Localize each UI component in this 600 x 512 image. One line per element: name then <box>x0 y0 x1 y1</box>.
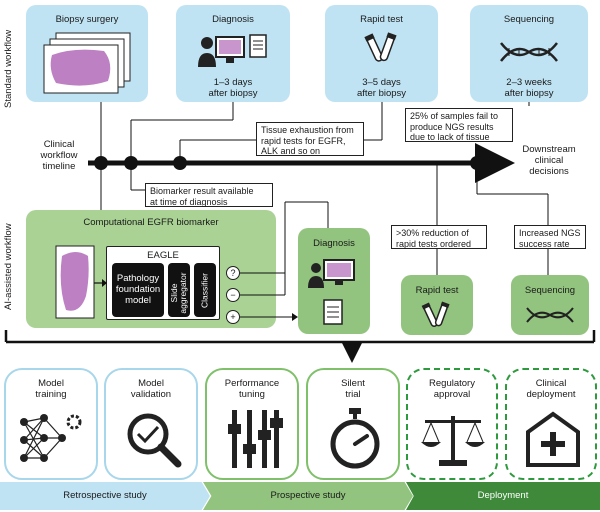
stage-label: Performance tuning <box>224 378 280 400</box>
rapid-test-box: Rapid test 3–5 days after biopsy <box>325 5 438 102</box>
stage-label: Model validation <box>130 378 172 400</box>
test-tubes-icon <box>364 32 397 62</box>
phase-deployment: Deployment <box>406 482 600 510</box>
foundation-model-block: Pathology foundation model <box>112 263 164 317</box>
stage-label: Model training <box>35 378 67 400</box>
phase-prospective-label: Prospective study <box>270 490 346 501</box>
rapid-test-title: Rapid test <box>360 14 403 25</box>
stage-performance-tuning: Performance tuning <box>205 368 299 480</box>
stage-silent-trial: Silent trial <box>306 368 400 480</box>
computational-biomarker-box: Computational EGFR biomarker EAGLE Patho… <box>26 210 276 328</box>
tissue-exhaustion-callout: Tissue exhaustion from rapid tests for E… <box>256 122 364 156</box>
reduction-callout: >30% reduction of rapid tests ordered <box>391 225 487 249</box>
pathologist-icon <box>198 34 267 67</box>
downstream-label: Downstream clinical decisions <box>522 144 576 177</box>
phase-prospective: Prospective study <box>203 482 413 510</box>
biopsy-title: Biopsy surgery <box>55 14 119 25</box>
ai-test-tubes-icon <box>421 301 450 327</box>
sequencing-box: Sequencing 2–3 weeks after biopsy <box>470 5 588 102</box>
ai-rapid-test-title: Rapid test <box>415 285 459 296</box>
stage-regulatory-approval: Regulatory approval <box>406 368 498 480</box>
neural-network-icon <box>20 414 82 462</box>
timeline-label: Clinical workflow timeline <box>40 139 78 172</box>
phase-deployment-label: Deployment <box>477 490 529 501</box>
rapid-test-time: 3–5 days after biopsy <box>356 77 407 99</box>
slide-aggregator-block: Slide aggregator <box>168 263 190 317</box>
house-plus-icon <box>526 411 580 467</box>
sliders-icon <box>228 410 283 468</box>
result-unknown: ? <box>226 266 240 280</box>
ngs-fail-callout: 25% of samples fail to produce NGS resul… <box>405 108 513 142</box>
diagnosis-time: 1–3 days after biopsy <box>208 77 258 99</box>
ai-sequencing-box: Sequencing <box>511 275 589 335</box>
stopwatch-icon <box>330 408 380 469</box>
stage-model-training: Model training <box>4 368 98 480</box>
ai-sequencing-title: Sequencing <box>524 285 576 296</box>
biopsy-surgery-box: Biopsy surgery <box>26 5 148 102</box>
scales-icon <box>421 416 485 466</box>
biopsy-slides-icon <box>43 32 131 94</box>
magnifier-check-icon <box>127 413 182 468</box>
ai-pathologist-icon <box>308 259 355 325</box>
foundation-model-label: Pathology foundation model <box>115 273 161 306</box>
stage-label: Regulatory approval <box>429 378 475 400</box>
result-positive: + <box>226 310 240 324</box>
result-negative: − <box>226 288 240 302</box>
stage-clinical-deployment: Clinical deployment <box>505 368 597 480</box>
sequencing-title: Sequencing <box>503 14 555 25</box>
ai-dna-icon <box>526 307 574 323</box>
diagnosis-title: Diagnosis <box>212 14 254 25</box>
eagle-panel: EAGLE Pathology foundation model Slide a… <box>106 246 220 320</box>
stage-label: Clinical deployment <box>526 378 576 400</box>
biomarker-callout: Biomarker result available at time of di… <box>145 183 273 207</box>
stage-label: Silent trial <box>341 378 365 400</box>
ai-diagnosis-title: Diagnosis <box>313 238 355 249</box>
tissue-slide-icon <box>55 245 95 319</box>
eagle-arrow <box>94 279 107 287</box>
phase-retrospective-label: Retrospective study <box>63 490 147 501</box>
dna-icon <box>500 42 558 62</box>
increased-ngs-callout: Increased NGS success rate <box>514 225 586 249</box>
ai-diagnosis-box: Diagnosis <box>298 228 370 334</box>
classifier-block: Classifier <box>194 263 216 317</box>
ai-rapid-test-box: Rapid test <box>401 275 473 335</box>
sequencing-time: 2–3 weeks after biopsy <box>504 77 554 99</box>
phase-retrospective: Retrospective study <box>0 482 210 510</box>
stage-model-validation: Model validation <box>104 368 198 480</box>
diagnosis-box: Diagnosis 1–3 days after biopsy <box>176 5 290 102</box>
eagle-label: EAGLE <box>147 250 179 261</box>
computational-title: Computational EGFR biomarker <box>83 217 219 228</box>
